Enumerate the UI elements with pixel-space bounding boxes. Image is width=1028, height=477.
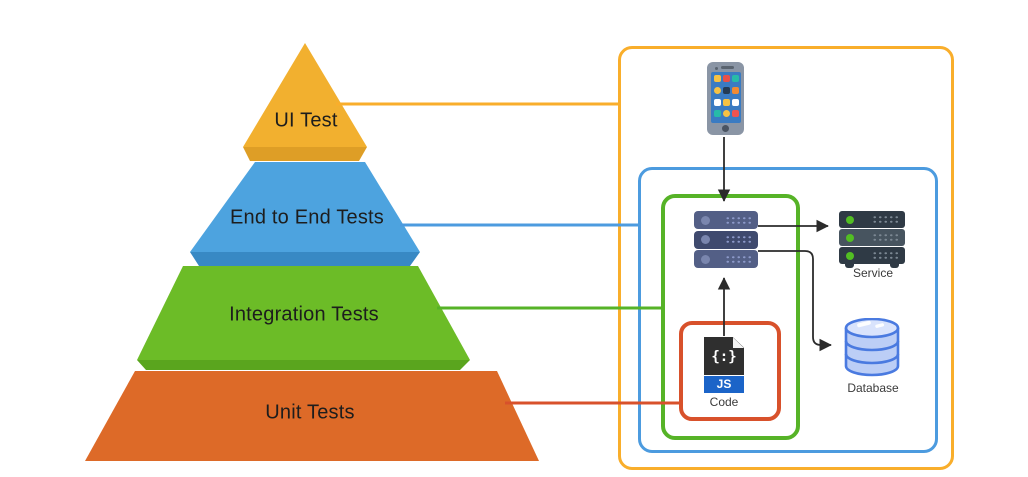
pyramid-label-unit: Unit Tests <box>265 401 355 424</box>
pyramid-label-integration: Integration Tests <box>229 303 379 326</box>
pyramid-shadow-end-to-end <box>190 252 420 266</box>
database-label: Database <box>847 381 899 395</box>
code-braces-glyph: {:} <box>711 349 737 365</box>
scope-box-end-to-end <box>638 167 938 453</box>
pyramid-shadow-ui-test <box>243 147 367 161</box>
database-cylinder-icon <box>844 318 900 377</box>
rack-unit <box>839 247 905 264</box>
phone-camera-dot <box>715 66 718 70</box>
rack-foot <box>845 262 854 268</box>
phone-speaker <box>721 66 734 69</box>
pyramid-label-end-to-end: End to End Tests <box>229 206 385 229</box>
server-stack-icon <box>694 211 758 269</box>
code-label: Code <box>709 395 739 409</box>
server-unit <box>694 250 758 268</box>
service-label: Service <box>852 266 894 280</box>
phone-screen <box>710 72 741 123</box>
pyramid-label-ui-test: UI Test <box>274 109 338 132</box>
js-badge: JS <box>704 376 744 393</box>
pyramid-shadow-integration <box>137 360 470 370</box>
scope-box-unit <box>679 321 781 421</box>
code-file-icon: {:} JS <box>704 337 744 393</box>
rack-unit <box>839 229 905 246</box>
rack-unit <box>839 211 905 228</box>
server-unit <box>694 211 758 229</box>
smartphone-icon <box>707 62 744 135</box>
server-rack-icon <box>839 211 905 281</box>
scope-box-ui-test <box>618 46 954 470</box>
code-file-fold <box>732 337 744 348</box>
rack-foot <box>890 262 899 268</box>
server-unit <box>694 230 758 249</box>
phone-home-button <box>722 125 729 132</box>
